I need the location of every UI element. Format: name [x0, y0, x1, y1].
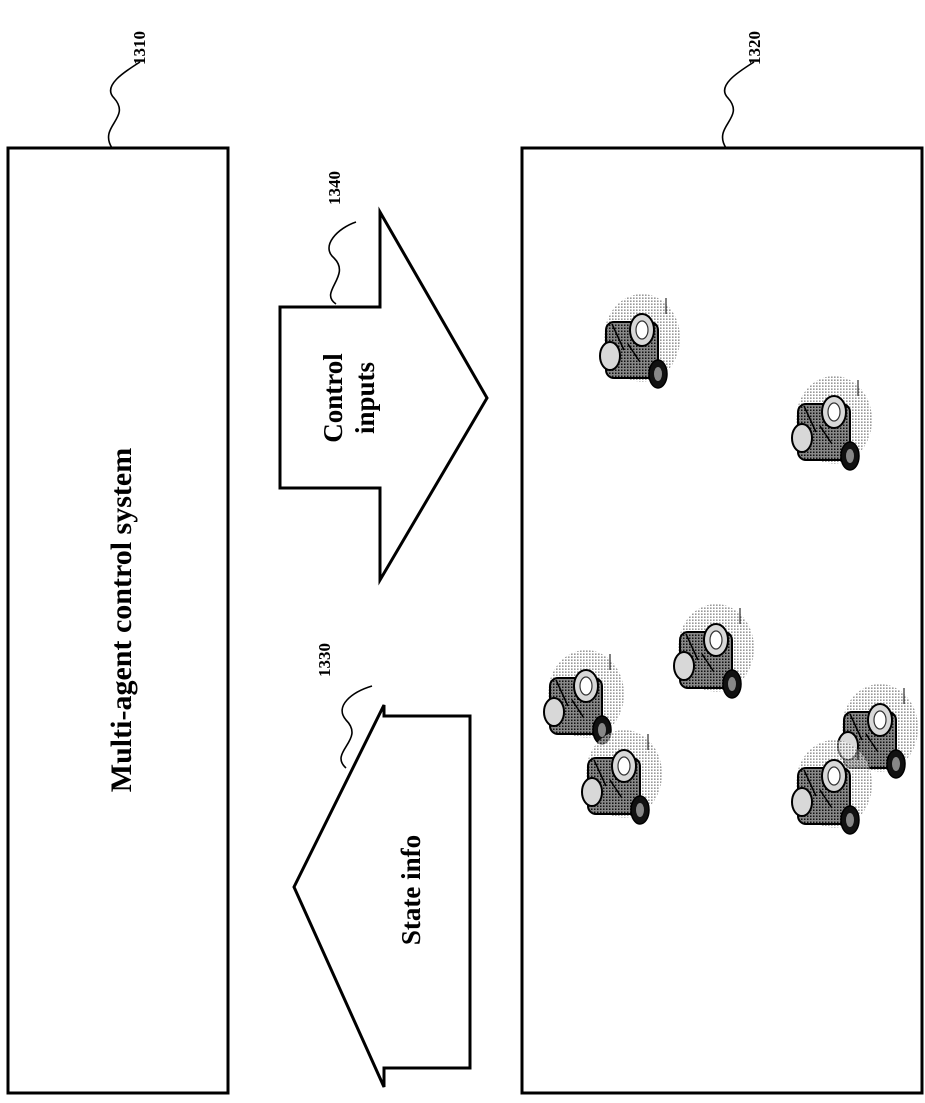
leader-1330	[340, 685, 373, 769]
state-info-label: State info	[396, 835, 426, 945]
control-inputs-label-line1: Control	[318, 353, 348, 443]
wheeled-robot-icon	[791, 739, 873, 835]
leader-1320	[721, 61, 755, 149]
environment-box	[520, 146, 924, 1095]
leader-1310	[107, 61, 141, 149]
wheeled-robot-icon	[599, 293, 681, 389]
wheeled-robot-icon	[673, 603, 755, 699]
ref-1340: 1340	[325, 171, 344, 205]
control-system-label: Multi-agent control system	[105, 448, 138, 792]
leader-1340	[328, 221, 357, 305]
state-info-arrow	[292, 704, 472, 1088]
control-system-box	[6, 146, 230, 1095]
control-inputs-arrow	[278, 206, 489, 586]
ref-1310: 1310	[130, 31, 149, 65]
wheeled-robot-icon	[543, 649, 625, 745]
ref-1330: 1330	[315, 643, 334, 677]
wheeled-robot-icon	[581, 729, 663, 825]
wheeled-robot-icon	[791, 375, 873, 471]
control-inputs-label-line2: inputs	[350, 362, 380, 434]
ref-1320: 1320	[745, 31, 764, 65]
